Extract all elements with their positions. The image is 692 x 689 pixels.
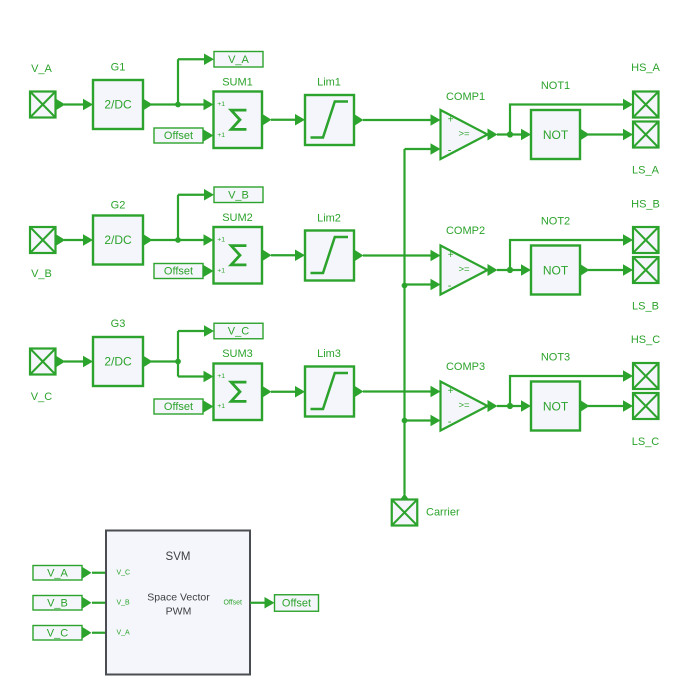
svg-text:LS_C: LS_C bbox=[632, 436, 660, 448]
svg-text:2/DC: 2/DC bbox=[104, 98, 132, 112]
svg-text:Space Vector: Space Vector bbox=[147, 592, 210, 604]
svg-text:COMP2: COMP2 bbox=[446, 225, 485, 237]
svg-text:NOT3: NOT3 bbox=[541, 352, 570, 364]
svg-text:COMP1: COMP1 bbox=[446, 91, 485, 103]
svg-text:PWM: PWM bbox=[166, 606, 192, 618]
svg-text:NOT2: NOT2 bbox=[541, 216, 570, 228]
svg-text:V_A: V_A bbox=[47, 567, 68, 579]
svg-text:Lim3: Lim3 bbox=[317, 348, 341, 360]
svg-text:HS_B: HS_B bbox=[631, 199, 660, 211]
svg-text:V_C: V_C bbox=[47, 627, 68, 639]
svg-text:Lim2: Lim2 bbox=[317, 213, 341, 225]
svg-text:G1: G1 bbox=[111, 62, 126, 74]
svg-text:Carrier: Carrier bbox=[426, 507, 460, 519]
svg-text:Offset: Offset bbox=[164, 401, 193, 413]
svg-text:V_A: V_A bbox=[117, 629, 131, 636]
svg-text:G3: G3 bbox=[111, 318, 126, 330]
svg-text:+1: +1 bbox=[217, 101, 225, 108]
svg-text:V_B: V_B bbox=[228, 189, 249, 201]
svg-text:Lim1: Lim1 bbox=[317, 77, 341, 89]
svg-text:G2: G2 bbox=[111, 200, 126, 212]
svg-text:Offset: Offset bbox=[223, 600, 242, 607]
svg-text:>=: >= bbox=[459, 400, 471, 411]
svg-text:+1: +1 bbox=[217, 237, 225, 244]
svg-text:+1: +1 bbox=[217, 132, 225, 139]
svg-text:-: - bbox=[448, 416, 452, 428]
svg-text:NOT: NOT bbox=[543, 400, 569, 414]
svg-text:Offset: Offset bbox=[164, 130, 193, 142]
svg-text:V_B: V_B bbox=[117, 599, 131, 606]
svg-text:HS_A: HS_A bbox=[631, 62, 660, 74]
svg-text:SUM3: SUM3 bbox=[222, 348, 253, 360]
svg-text:NOT: NOT bbox=[543, 264, 569, 278]
svg-text:V_C: V_C bbox=[31, 391, 52, 403]
svg-text:V_C: V_C bbox=[228, 326, 249, 338]
svg-text:SVM: SVM bbox=[166, 551, 191, 563]
svg-text:V_A: V_A bbox=[31, 63, 52, 75]
svg-text:Offset: Offset bbox=[164, 266, 193, 278]
svg-text:-: - bbox=[448, 280, 452, 292]
svg-text:NOT1: NOT1 bbox=[541, 80, 570, 92]
svg-text:SUM2: SUM2 bbox=[222, 212, 253, 224]
svg-text:+1: +1 bbox=[217, 268, 225, 275]
svg-text:+1: +1 bbox=[217, 373, 225, 380]
svg-text:>=: >= bbox=[459, 129, 471, 140]
svg-text:+1: +1 bbox=[217, 403, 225, 410]
svg-text:V_C: V_C bbox=[117, 570, 131, 577]
svg-text:COMP3: COMP3 bbox=[446, 361, 485, 373]
svg-text:+: + bbox=[448, 386, 454, 397]
svg-text:>=: >= bbox=[459, 264, 471, 275]
svg-text:2/DC: 2/DC bbox=[104, 355, 132, 369]
svg-text:HS_C: HS_C bbox=[631, 334, 660, 346]
svg-text:NOT: NOT bbox=[543, 128, 569, 142]
svg-text:V_B: V_B bbox=[31, 268, 52, 280]
svg-text:LS_A: LS_A bbox=[632, 165, 660, 177]
svg-text:LS_B: LS_B bbox=[632, 301, 659, 313]
svg-text:-: - bbox=[448, 145, 452, 157]
svg-text:+: + bbox=[448, 250, 454, 261]
svg-text:V_B: V_B bbox=[47, 597, 68, 609]
svg-text:+: + bbox=[448, 114, 454, 125]
svg-text:V_A: V_A bbox=[228, 54, 249, 66]
svg-text:Offset: Offset bbox=[282, 598, 311, 610]
svg-text:SUM1: SUM1 bbox=[222, 77, 253, 89]
svg-text:2/DC: 2/DC bbox=[104, 233, 132, 247]
